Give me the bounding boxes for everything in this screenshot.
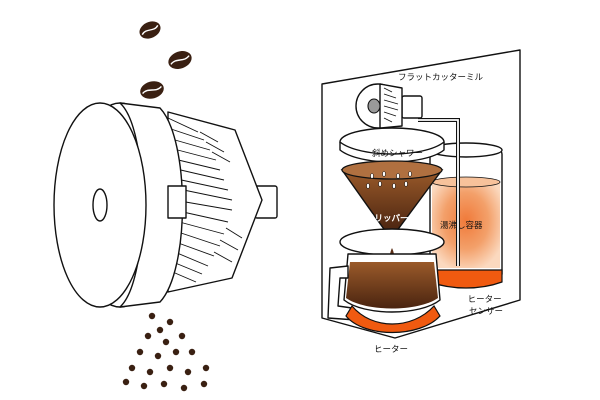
- shower-droplets: [366, 171, 412, 189]
- label-heater-sensor: ヒーター センサー: [468, 295, 505, 317]
- label-heater: ヒーター: [374, 345, 408, 355]
- label-dripper: ドリッパー: [366, 213, 409, 224]
- flat-cutter-mill: [355, 83, 423, 129]
- hot-water: [432, 182, 500, 268]
- grinder-inner-hub: [167, 185, 187, 219]
- coffee-bean: [140, 81, 164, 99]
- grinder-hub: [92, 188, 108, 222]
- container-heater: [429, 269, 503, 289]
- hot-water-surface: [431, 176, 501, 188]
- heater-plate: [345, 304, 441, 333]
- coffee-maker: フラットカッターミル 斜めシャワー ドリッパー 湯沸し容器 ヒーター センサー …: [321, 49, 521, 355]
- coffee-bean: [139, 21, 161, 39]
- diagonal-shower-rim: [339, 141, 445, 163]
- grinder-illustration: [53, 21, 278, 392]
- coffee-bean: [168, 51, 192, 69]
- carafe-coffee: [346, 262, 438, 309]
- coffee-beans: [139, 21, 192, 99]
- label-water-boiling-container: 湯沸し容器: [440, 220, 483, 231]
- ground-coffee: [122, 312, 210, 392]
- label-diagonal-shower: 斜めシャワー: [372, 148, 423, 159]
- dripper-top: [341, 160, 443, 180]
- label-flat-cutter-mill: フラットカッターミル: [398, 73, 484, 83]
